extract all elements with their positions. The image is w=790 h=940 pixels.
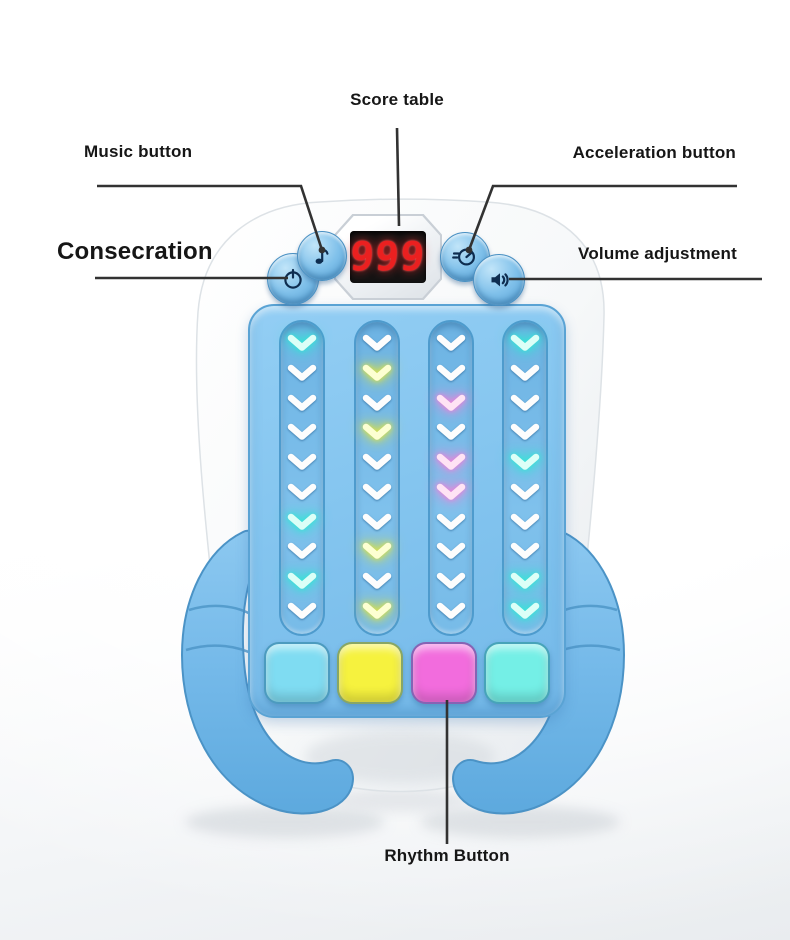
chevron-unlit — [362, 394, 392, 411]
acceleration-line-dot — [465, 246, 473, 254]
chevron-unlit — [287, 602, 317, 619]
consecration-label: Consecration — [57, 238, 213, 265]
chevron-unlit — [510, 513, 540, 530]
chevron-unlit — [362, 483, 392, 500]
chevron-lit-yellow — [362, 543, 392, 560]
acceleration-button-line — [467, 184, 737, 251]
arrow-track-1 — [279, 320, 325, 636]
rhythm-pad-2[interactable] — [337, 642, 404, 704]
speaker-icon — [491, 273, 509, 287]
rhythm-button-label: Rhythm Button — [384, 846, 510, 865]
chevron-lit-pink — [436, 453, 466, 470]
chevron-unlit — [287, 483, 317, 500]
music-line-dot — [318, 246, 326, 254]
chevron-unlit — [436, 543, 466, 560]
chevron-unlit — [287, 364, 317, 381]
chevron-lit-cyan — [510, 453, 540, 470]
chevron-lit-cyan — [287, 334, 317, 351]
chevron-unlit — [436, 513, 466, 530]
chevron-unlit — [510, 424, 540, 441]
chevron-unlit — [362, 453, 392, 470]
arrow-track-4 — [502, 320, 548, 636]
chevron-lit-cyan — [510, 602, 540, 619]
ground-shadow-left — [185, 806, 385, 838]
score-table-line — [395, 127, 401, 227]
rhythm-pad-row — [256, 640, 558, 706]
ground-shadow-center — [330, 788, 470, 812]
chevron-lit-yellow — [362, 602, 392, 619]
chevron-unlit — [436, 424, 466, 441]
chevron-unlit — [362, 513, 392, 530]
chevron-unlit — [510, 543, 540, 560]
chevron-lit-yellow — [362, 364, 392, 381]
chevron-unlit — [436, 572, 466, 589]
volume-adjustment-label: Volume adjustment — [578, 244, 737, 263]
score-display: 999 — [349, 231, 427, 283]
chevron-lit-pink — [436, 483, 466, 500]
chevron-unlit — [436, 602, 466, 619]
score-table-label: Score table — [350, 90, 444, 109]
music-button[interactable] — [297, 231, 347, 281]
chevron-unlit — [362, 572, 392, 589]
chevron-lit-cyan — [287, 513, 317, 530]
chevron-unlit — [287, 394, 317, 411]
arrow-track-3 — [428, 320, 474, 636]
music-button-label: Music button — [84, 142, 193, 161]
acceleration-button-label: Acceleration button — [572, 143, 736, 162]
chevron-unlit — [436, 334, 466, 351]
chevron-lit-pink — [436, 394, 466, 411]
chevron-unlit — [436, 364, 466, 381]
chevron-lit-cyan — [287, 572, 317, 589]
rhythm-pad-1[interactable] — [263, 642, 330, 704]
chevron-unlit — [510, 364, 540, 381]
score-display-bezel: 999 — [334, 214, 442, 300]
music-button-line — [97, 184, 324, 251]
chevron-lit-yellow — [362, 424, 392, 441]
chevron-lit-cyan — [510, 334, 540, 351]
chevron-unlit — [287, 424, 317, 441]
chevron-unlit — [510, 483, 540, 500]
arrow-track-2 — [354, 320, 400, 636]
chevron-unlit — [362, 334, 392, 351]
chevron-unlit — [287, 453, 317, 470]
chevron-unlit — [287, 543, 317, 560]
ground-shadow-right — [420, 806, 620, 838]
power-icon — [284, 268, 302, 289]
rhythm-pad-4[interactable] — [484, 642, 551, 704]
chevron-unlit — [510, 394, 540, 411]
game-panel — [248, 304, 566, 718]
rhythm-pad-3[interactable] — [410, 642, 477, 704]
chevron-lit-cyan — [510, 572, 540, 589]
